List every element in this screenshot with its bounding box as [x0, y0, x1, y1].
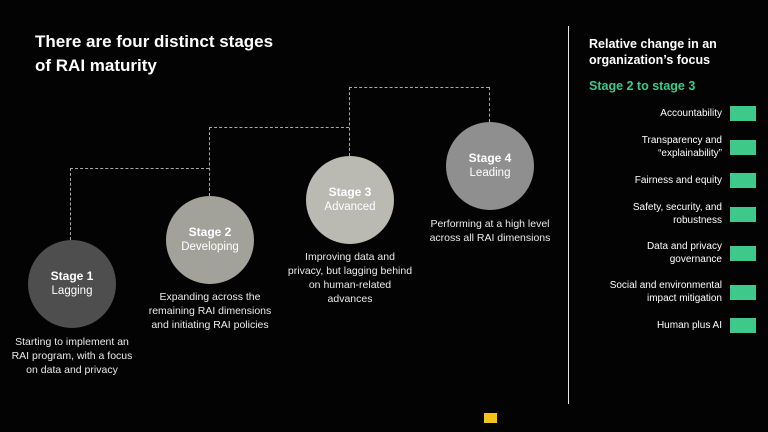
- stage-4-description: Performing at a high level across all RA…: [429, 218, 551, 244]
- stage-4-name: Stage 4: [468, 151, 512, 166]
- focus-row: Transparency and “explainability”: [574, 134, 756, 160]
- stage-1-circle: Stage 1 Lagging: [28, 240, 116, 328]
- focus-label: Fairness and equity: [634, 175, 722, 186]
- connector-line: [70, 168, 209, 169]
- focus-row: Human plus AI: [574, 318, 756, 333]
- stage-1-name: Stage 1: [50, 269, 94, 284]
- stage-4-circle: Stage 4 Leading: [446, 122, 534, 210]
- connector-line: [209, 127, 349, 128]
- page-title: There are four distinct stages of RAI ma…: [35, 32, 274, 75]
- focus-bar: [730, 245, 756, 261]
- focus-panel-subtitle: Stage 2 to stage 3: [589, 79, 696, 93]
- focus-label: Data and privacy governance: [646, 241, 722, 265]
- focus-bar: [730, 206, 756, 222]
- focus-list: Accountability Transparency and “explain…: [574, 106, 756, 333]
- focus-bar: [730, 106, 756, 121]
- focus-label: Safety, security, and robustness: [632, 202, 722, 226]
- connector-line: [489, 87, 490, 122]
- focus-bar: [730, 318, 756, 333]
- focus-row: Fairness and equity: [574, 173, 756, 188]
- stage-3-description: Improving data and privacy, but lagging …: [287, 251, 413, 305]
- focus-bar: [730, 284, 756, 300]
- stage-3-level: Advanced: [324, 201, 376, 214]
- logo-mark: [484, 413, 497, 423]
- focus-label: Social and environmental impact mitigati…: [609, 280, 722, 304]
- stage-2-level: Developing: [181, 241, 239, 254]
- stage-3-circle: Stage 3 Advanced: [306, 156, 394, 244]
- stage-4-level: Leading: [469, 167, 511, 180]
- focus-panel-title: Relative change in an organization’s foc…: [589, 37, 717, 68]
- stage-1-description: Starting to implement an RAI program, wi…: [11, 336, 133, 376]
- stage-1-level: Lagging: [51, 285, 93, 298]
- stage-2-name: Stage 2: [188, 225, 232, 240]
- stage-2-description: Expanding across the remaining RAI dimen…: [148, 291, 272, 331]
- focus-row: Social and environmental impact mitigati…: [574, 279, 756, 305]
- connector-line: [70, 168, 71, 240]
- stage-2-circle: Stage 2 Developing: [166, 196, 254, 284]
- focus-label: Accountability: [660, 108, 722, 119]
- connector-line: [349, 87, 350, 156]
- connector-line: [209, 127, 210, 196]
- focus-row: Data and privacy governance: [574, 240, 756, 266]
- focus-row: Accountability: [574, 106, 756, 121]
- focus-row: Safety, security, and robustness: [574, 201, 756, 227]
- focus-bar: [730, 139, 756, 155]
- stage-3-name: Stage 3: [328, 185, 372, 200]
- focus-bar: [730, 173, 756, 188]
- connector-line: [349, 87, 489, 88]
- focus-label: Human plus AI: [656, 320, 722, 331]
- focus-label: Transparency and “explainability”: [641, 135, 722, 159]
- panel-divider: [568, 26, 569, 404]
